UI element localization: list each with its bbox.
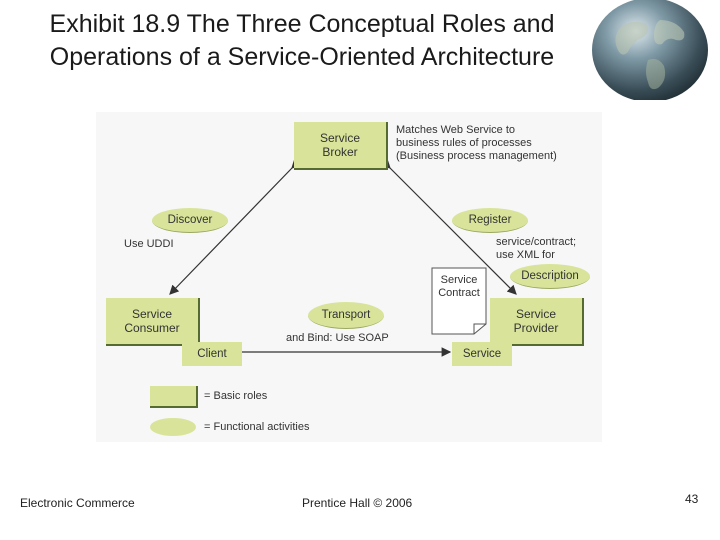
register-activity: Register [452, 208, 528, 233]
footer-left: Electronic Commerce [20, 496, 135, 510]
client-box: Client [182, 342, 242, 366]
legend-functional-swatch [150, 418, 196, 436]
transport-activity: Transport [308, 302, 384, 329]
service-box: Service [452, 342, 512, 366]
broker-note: Matches Web Service to business rules of… [396, 124, 557, 162]
page-number: 43 [685, 492, 699, 506]
discover-activity: Discover [152, 208, 228, 233]
globe-image [590, 0, 710, 102]
legend-basic-roles-label: = Basic roles [204, 390, 268, 402]
broker-provider-arrow [380, 158, 517, 295]
bind-note: and Bind: Use SOAP [286, 332, 389, 344]
service-contract-label: Service Contract [438, 274, 480, 299]
register-note: service/contract; use XML for [496, 236, 577, 261]
legend-functional-label: = Functional activities [204, 421, 310, 433]
diagram-connectors [169, 158, 517, 357]
contract-document-icon [431, 267, 487, 335]
broker-consumer-arrow [169, 158, 302, 295]
description-activity: Description [510, 264, 590, 289]
uddi-note: Use UDDI [124, 238, 174, 250]
slide-title: Exhibit 18.9 The Three Conceptual Roles … [49, 10, 555, 71]
footer-center: Prentice Hall © 2006 [302, 496, 413, 510]
legend-basic-roles-swatch [150, 386, 198, 408]
